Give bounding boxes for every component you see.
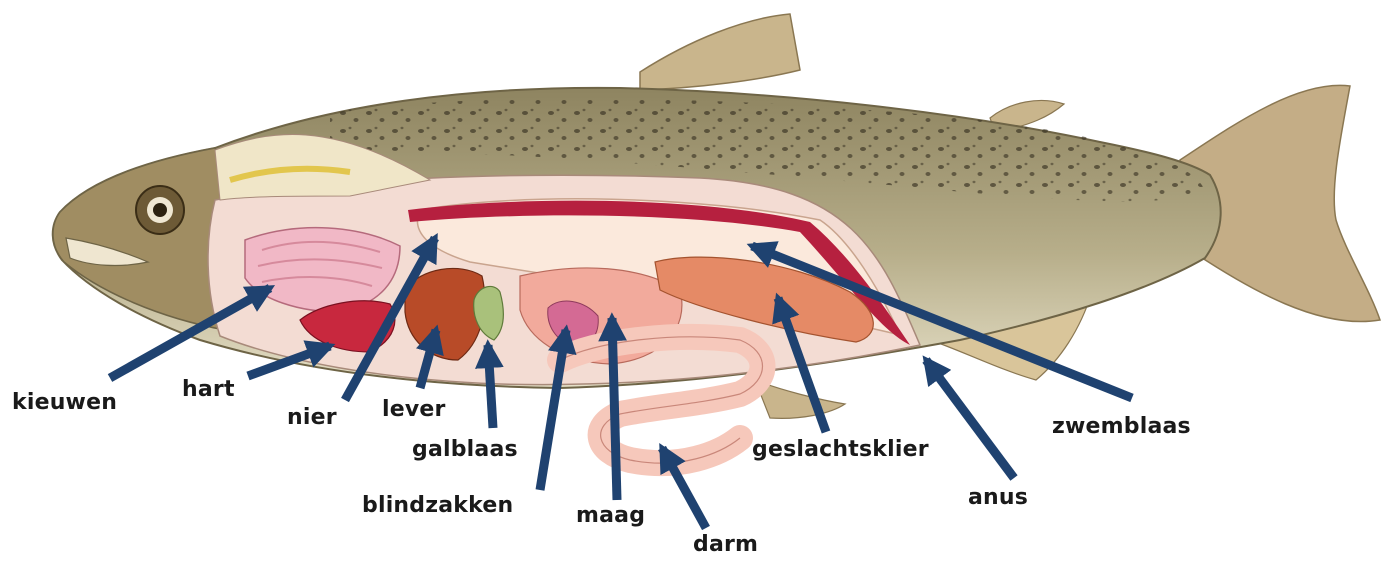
label-blindzakken: blindzakken [362,493,513,518]
label-hart: hart [182,377,235,402]
label-galblaas: galblaas [412,437,518,462]
arrow-maag [612,318,617,500]
label-anus: anus [968,485,1028,510]
label-zwemblaas: zwemblaas [1052,414,1191,439]
label-maag: maag [576,503,645,528]
arrow-anus [926,360,1014,478]
label-kieuwen: kieuwen [12,390,117,415]
label-darm: darm [693,532,758,557]
label-nier: nier [287,405,337,430]
label-geslachtsklier: geslachtsklier [752,437,929,462]
fish-head [53,148,234,330]
arrow-galblaas [488,345,493,428]
dorsal-fin [640,14,800,90]
label-lever: lever [382,397,446,422]
